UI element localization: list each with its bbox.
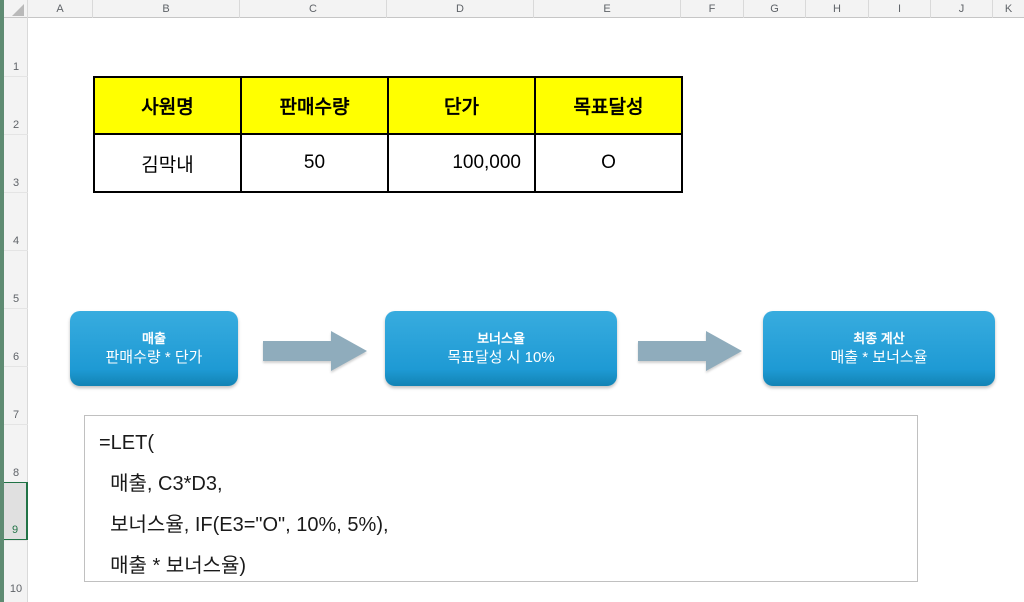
flow-step-title: 매출	[142, 331, 166, 346]
column-header-c[interactable]: C	[240, 0, 387, 18]
row-header-column: 1 2 3 4 5 6 7 8 9 10	[4, 18, 28, 602]
flow-step-title: 보너스율	[477, 331, 525, 346]
sales-table: 사원명 판매수량 단가 목표달성 김막내 50 100,000 O	[93, 76, 683, 193]
flow-step-bonus-rate-box[interactable]: 보너스율 목표달성 시 10%	[385, 311, 617, 386]
row-header-10[interactable]: 10	[4, 540, 28, 598]
cell-c2-quantity-header[interactable]: 판매수량	[240, 76, 389, 135]
formula-line: 매출 * 보너스율)	[99, 555, 247, 577]
cell-d2-unitprice-header[interactable]: 단가	[387, 76, 536, 135]
column-header-h[interactable]: H	[806, 0, 869, 18]
column-header-j[interactable]: J	[931, 0, 993, 18]
cell-c3-quantity[interactable]: 50	[240, 133, 389, 193]
row-header-4[interactable]: 4	[4, 192, 28, 250]
right-arrow-icon[interactable]	[263, 329, 367, 373]
row-header-3[interactable]: 3	[4, 134, 28, 192]
row-header-2[interactable]: 2	[4, 76, 28, 134]
column-header-d[interactable]: D	[387, 0, 534, 18]
cell-b3-employee-name[interactable]: 김막내	[93, 133, 242, 193]
flow-step-subtitle: 판매수량 * 단가	[105, 349, 203, 366]
column-header-a[interactable]: A	[28, 0, 93, 18]
row-header-7[interactable]: 7	[4, 366, 28, 424]
column-header-i[interactable]: I	[869, 0, 931, 18]
formula-line: =LET(	[99, 432, 155, 454]
cell-e3-goal[interactable]: O	[534, 133, 683, 193]
column-header-g[interactable]: G	[744, 0, 806, 18]
flow-step-sales-box[interactable]: 매출 판매수량 * 단가	[70, 311, 238, 386]
column-header-b[interactable]: B	[93, 0, 240, 18]
right-arrow-icon[interactable]	[638, 329, 742, 373]
cell-e2-goal-header[interactable]: 목표달성	[534, 76, 683, 135]
select-all-button[interactable]	[4, 0, 28, 18]
sales-table-header-row: 사원명 판매수량 단가 목표달성	[93, 76, 683, 135]
window-edge	[0, 0, 4, 602]
flow-step-title: 최종 계산	[853, 331, 905, 346]
formula-line: 보너스율, IF(E3="O", 10%, 5%),	[99, 514, 389, 536]
formula-line: 매출, C3*D3,	[99, 473, 223, 495]
flow-step-final-calc-box[interactable]: 최종 계산 매출 * 보너스율	[763, 311, 995, 386]
flow-step-subtitle: 매출 * 보너스율	[830, 349, 928, 366]
column-header-e[interactable]: E	[534, 0, 681, 18]
row-header-6[interactable]: 6	[4, 308, 28, 366]
sales-table-data-row: 김막내 50 100,000 O	[93, 133, 683, 193]
row-header-9-selected[interactable]: 9	[4, 482, 28, 540]
row-header-5[interactable]: 5	[4, 250, 28, 308]
cell-d3-unitprice[interactable]: 100,000	[387, 133, 536, 193]
cell-b2-employee-header[interactable]: 사원명	[93, 76, 242, 135]
select-all-triangle-icon	[12, 4, 24, 16]
column-header-row: A B C D E F G H I J K	[4, 0, 1024, 18]
column-header-f[interactable]: F	[681, 0, 744, 18]
column-header-k[interactable]: K	[1004, 3, 1013, 15]
row-header-1[interactable]: 1	[12, 61, 20, 73]
flow-step-subtitle: 목표달성 시 10%	[447, 349, 555, 366]
row-header-8[interactable]: 8	[4, 424, 28, 482]
formula-textbox[interactable]: =LET( 매출, C3*D3, 보너스율, IF(E3="O", 10%, 5…	[84, 415, 918, 582]
